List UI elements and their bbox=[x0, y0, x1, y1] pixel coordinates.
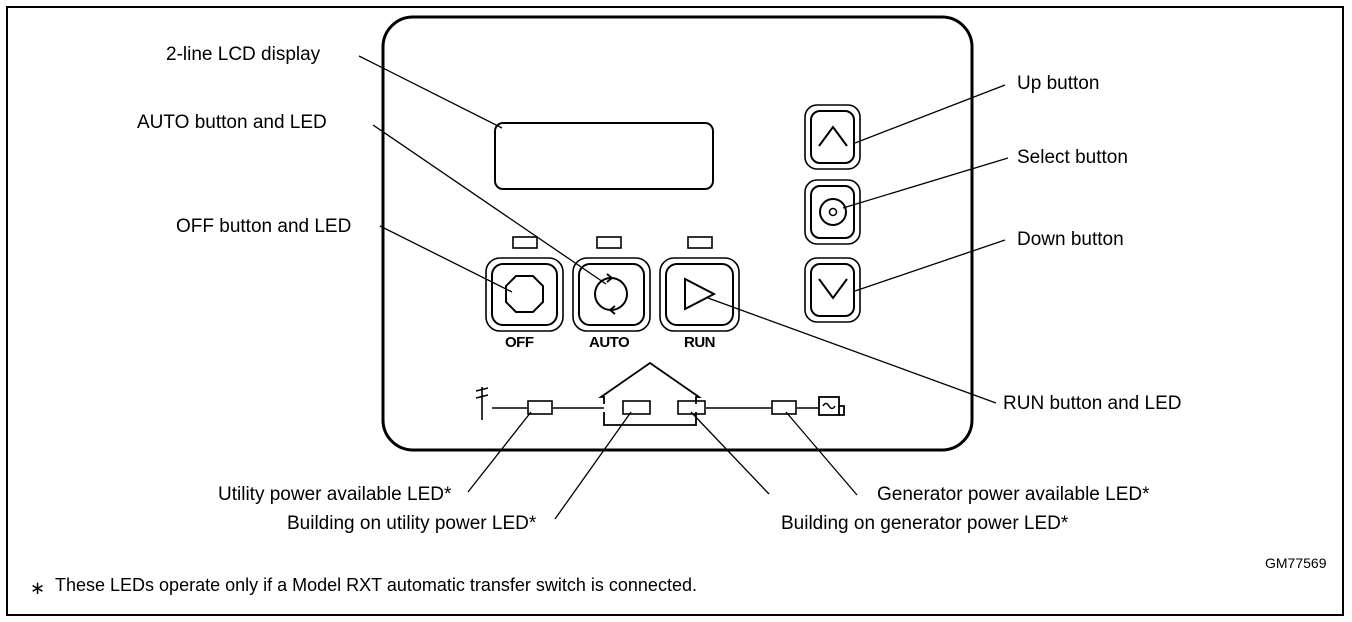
down-button bbox=[804, 257, 861, 323]
chevron-down-icon bbox=[818, 278, 848, 300]
callout-generator-available: Generator power available LED* bbox=[877, 484, 1150, 505]
callout-auto: AUTO button and LED bbox=[137, 112, 327, 133]
power-flow-diagram bbox=[475, 361, 845, 426]
stop-octagon-icon bbox=[505, 275, 544, 313]
leader-utility-available bbox=[467, 411, 532, 493]
figure-frame bbox=[6, 6, 1344, 616]
leader-off bbox=[379, 225, 513, 293]
select-ring-icon bbox=[819, 198, 847, 226]
footnote-text: These LEDs operate only if a Model RXT a… bbox=[55, 575, 697, 595]
up-button bbox=[804, 104, 861, 170]
figure-code: GM77569 bbox=[1265, 555, 1327, 571]
leader-building-utility bbox=[554, 411, 632, 520]
controller-panel bbox=[381, 15, 974, 452]
callout-lcd: 2-line LCD display bbox=[166, 44, 321, 65]
leader-select bbox=[842, 157, 1009, 209]
generator-available-led bbox=[771, 400, 797, 415]
leader-down bbox=[854, 239, 1006, 292]
run-led bbox=[687, 236, 713, 249]
leader-generator-available bbox=[785, 411, 858, 496]
auto-led bbox=[596, 236, 622, 249]
callout-leaders bbox=[358, 55, 1009, 520]
footnote-symbol: ∗ bbox=[30, 578, 46, 598]
utility-available-led bbox=[527, 400, 553, 415]
callout-down: Down button bbox=[1017, 229, 1124, 250]
auto-cycle-icon bbox=[594, 277, 628, 311]
leader-building-generator bbox=[690, 411, 770, 495]
auto-button-label: AUTO bbox=[589, 334, 630, 351]
off-led bbox=[512, 236, 538, 249]
callout-off: OFF button and LED bbox=[176, 216, 352, 237]
off-button-label: OFF bbox=[505, 334, 534, 351]
house-icon bbox=[598, 361, 702, 404]
callout-select: Select button bbox=[1017, 147, 1128, 168]
lcd-display bbox=[494, 122, 714, 190]
callout-up: Up button bbox=[1017, 73, 1100, 94]
off-button bbox=[485, 257, 564, 332]
auto-button bbox=[572, 257, 651, 332]
run-button bbox=[659, 257, 740, 332]
chevron-up-icon bbox=[818, 125, 848, 147]
building-generator-led bbox=[677, 400, 706, 415]
callout-building-generator: Building on generator power LED* bbox=[781, 513, 1069, 534]
utility-pole-icon bbox=[475, 387, 489, 420]
callout-utility-available: Utility power available LED* bbox=[218, 484, 452, 505]
leader-lcd bbox=[358, 55, 503, 129]
building-utility-led bbox=[622, 400, 651, 415]
leader-up bbox=[854, 84, 1006, 144]
run-play-icon bbox=[684, 277, 717, 311]
callout-run: RUN button and LED bbox=[1003, 393, 1182, 414]
leader-auto bbox=[372, 124, 607, 285]
select-button bbox=[804, 179, 861, 245]
leader-run bbox=[707, 297, 997, 404]
run-button-label: RUN bbox=[684, 334, 716, 351]
generator-icon bbox=[818, 396, 845, 416]
callout-building-utility: Building on utility power LED* bbox=[287, 513, 537, 534]
